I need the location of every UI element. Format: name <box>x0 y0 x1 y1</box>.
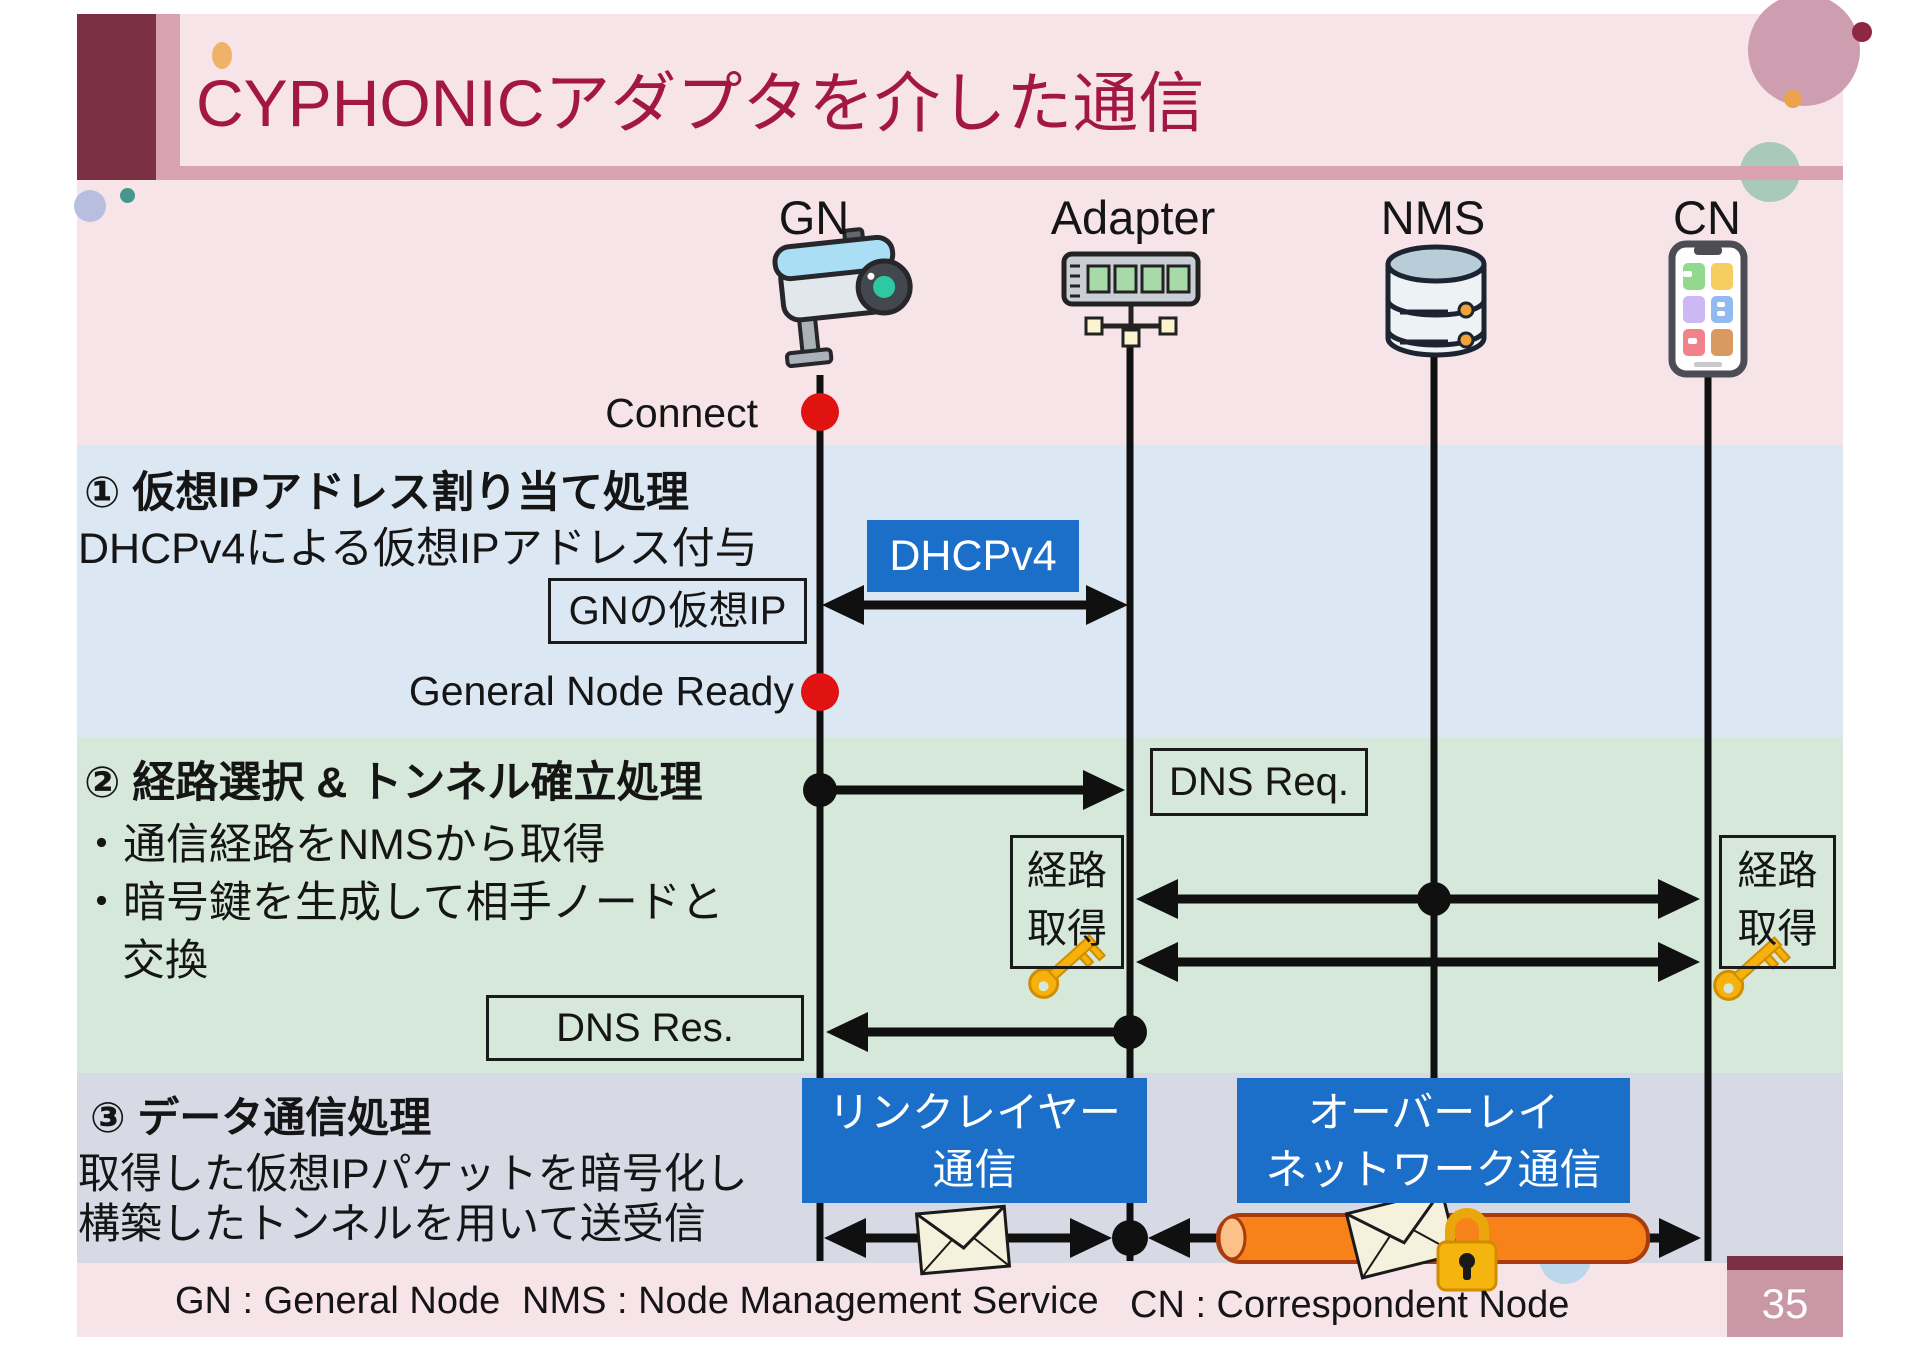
dns-req-box: DNS Req. <box>1150 748 1368 816</box>
actor-label-cn: CN <box>1673 191 1741 244</box>
small-orange-dot-decoration <box>1784 90 1802 108</box>
overlay-line2: ネットワーク通信 <box>1265 1146 1602 1193</box>
gn-virtual-ip-label: GNの仮想IP <box>568 589 787 633</box>
actor-label-gn: GN <box>778 191 850 244</box>
route-adapter-line1: 経路 <box>1027 849 1107 893</box>
connect-label: Connect <box>605 390 758 436</box>
dhcpv4-label: DHCPv4 <box>889 532 1057 580</box>
section3-heading: ③ データ通信処理 <box>90 1094 432 1141</box>
section2-heading: ② 経路選択 & トンネル確立処理 <box>84 759 703 807</box>
teal-dot-decoration <box>120 188 135 203</box>
header-band <box>77 14 1843 445</box>
link-layer-line2: 通信 <box>932 1146 1017 1193</box>
page-number-tab: 35 <box>1727 1270 1843 1337</box>
title-pink-stripe-horizontal <box>180 166 1843 180</box>
actor-label-adapter: Adapter <box>1050 191 1216 244</box>
route-box-cn: 経路 取得 <box>1719 835 1836 969</box>
section3-line2: 構築したトンネルを用いて送受信 <box>78 1200 706 1247</box>
lavender-dot-decoration <box>74 190 106 222</box>
legend-cn: CN : Correspondent Node <box>1130 1284 1570 1326</box>
dhcpv4-message-box: DHCPv4 <box>867 520 1079 592</box>
rose-circle-decoration <box>1748 0 1860 106</box>
gn-ready-label: General Node Ready <box>408 668 794 714</box>
dns-res-box: DNS Res. <box>486 995 804 1061</box>
dns-res-label: DNS Res. <box>556 1006 734 1050</box>
section2-bullet2: ・暗号鍵を生成して相手ノードと <box>80 879 724 927</box>
legend-nms: NMS : Node Management Service <box>522 1280 1099 1322</box>
overlay-box: オーバーレイ ネットワーク通信 <box>1237 1078 1630 1203</box>
overlay-line1: オーバーレイ <box>1307 1089 1560 1136</box>
orange-dot-decoration <box>212 42 232 69</box>
route-cn-line2: 取得 <box>1737 907 1818 951</box>
page-title: CYPHONICアダプタを介した通信 <box>196 66 1205 140</box>
section1-line1: DHCPv4による仮想IPアドレス付与 <box>78 525 758 573</box>
page-number-bar <box>1727 1256 1843 1270</box>
page-number: 35 <box>1761 1280 1809 1327</box>
actor-label-nms: NMS <box>1380 191 1486 244</box>
section3-line1: 取得した仮想IPパケットを暗号化し <box>78 1150 748 1197</box>
route-box-adapter: 経路 取得 <box>1010 835 1124 969</box>
dns-req-label: DNS Req. <box>1168 760 1350 804</box>
link-layer-line1: リンクレイヤー <box>828 1089 1121 1136</box>
title-maroon-block <box>77 14 156 180</box>
legend-gn: GN : General Node <box>175 1280 501 1322</box>
section1-heading: ① 仮想IPアドレス割り当て処理 <box>84 469 689 517</box>
title-pink-stripe-vertical <box>156 14 180 180</box>
section2-bullet2-cont: 交換 <box>122 937 208 985</box>
gn-virtual-ip-box: GNの仮想IP <box>548 578 807 644</box>
link-layer-box: リンクレイヤー 通信 <box>802 1078 1147 1203</box>
route-adapter-line2: 取得 <box>1027 907 1107 951</box>
route-cn-line1: 経路 <box>1737 849 1818 893</box>
section2-bullet1: ・通信経路をNMSから取得 <box>80 821 606 869</box>
maroon-dot-decoration <box>1852 22 1872 42</box>
